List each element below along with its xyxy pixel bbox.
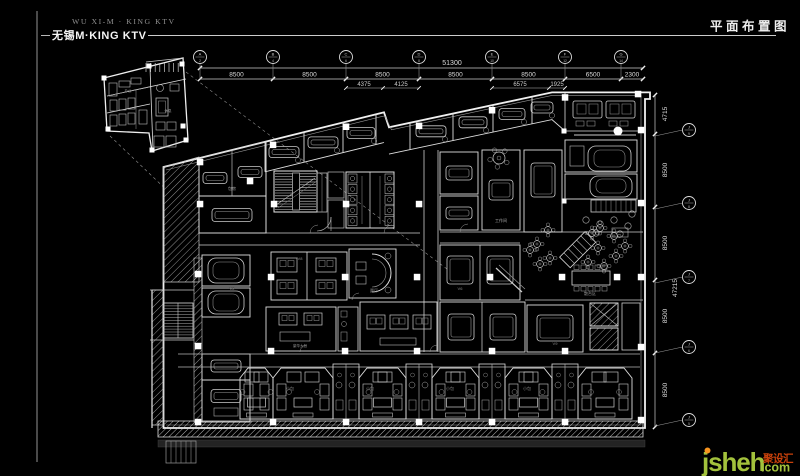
svg-text:jsheh: jsheh bbox=[701, 447, 765, 476]
svg-text:2300: 2300 bbox=[625, 72, 640, 79]
svg-text:小包: 小包 bbox=[523, 385, 531, 391]
svg-text:工作间: 工作间 bbox=[495, 217, 507, 223]
svg-text:1925: 1925 bbox=[550, 82, 564, 88]
svg-text:办公: 办公 bbox=[125, 88, 132, 93]
svg-text:4715: 4715 bbox=[662, 106, 669, 121]
svg-text:8500: 8500 bbox=[375, 72, 390, 79]
svg-text:豪华大包: 豪华大包 bbox=[293, 343, 307, 348]
svg-text:47215: 47215 bbox=[672, 279, 679, 297]
svg-text:4: 4 bbox=[272, 59, 274, 63]
svg-text:.com: .com bbox=[761, 461, 790, 475]
svg-text:V9: V9 bbox=[553, 341, 559, 346]
svg-text:4125: 4125 bbox=[394, 82, 408, 88]
svg-text:4375: 4375 bbox=[357, 82, 371, 88]
svg-text:J: J bbox=[688, 125, 690, 130]
svg-text:小包: 小包 bbox=[286, 385, 294, 391]
svg-text:6: 6 bbox=[345, 59, 347, 63]
svg-text:V8: V8 bbox=[298, 256, 304, 261]
svg-text:8500: 8500 bbox=[662, 162, 669, 177]
svg-text:6: 6 bbox=[688, 349, 690, 353]
svg-text:8500: 8500 bbox=[302, 72, 317, 79]
svg-text:8500: 8500 bbox=[448, 72, 463, 79]
svg-text:C: C bbox=[345, 52, 348, 57]
svg-text:J: J bbox=[688, 272, 690, 277]
svg-text:无锡M·KING KTV: 无锡M·KING KTV bbox=[51, 28, 147, 42]
svg-text:V6: V6 bbox=[458, 286, 464, 291]
svg-text:F: F bbox=[564, 52, 567, 57]
svg-text:8500: 8500 bbox=[662, 382, 669, 397]
svg-text:圆厅: 圆厅 bbox=[370, 288, 378, 293]
svg-text:8500: 8500 bbox=[662, 308, 669, 323]
svg-text:聚设汇: 聚设汇 bbox=[762, 452, 794, 465]
svg-text:14: 14 bbox=[619, 59, 623, 63]
svg-text:包房: 包房 bbox=[228, 185, 236, 191]
svg-text:E: E bbox=[491, 52, 494, 57]
svg-text:G: G bbox=[619, 52, 622, 57]
svg-text:散台区: 散台区 bbox=[584, 290, 596, 296]
svg-text:8: 8 bbox=[418, 59, 420, 63]
svg-text:小包: 小包 bbox=[366, 385, 374, 391]
svg-text:5: 5 bbox=[688, 422, 690, 426]
svg-text:小包: 小包 bbox=[446, 385, 454, 391]
svg-text:8500: 8500 bbox=[229, 72, 244, 79]
svg-text:V2: V2 bbox=[230, 286, 236, 291]
svg-text:平面布置图: 平面布置图 bbox=[710, 19, 790, 34]
svg-text:J: J bbox=[688, 415, 690, 420]
svg-text:9: 9 bbox=[688, 132, 690, 136]
svg-text:J: J bbox=[688, 198, 690, 203]
svg-text:J: J bbox=[688, 342, 690, 347]
svg-text:8: 8 bbox=[688, 205, 690, 209]
svg-text:7: 7 bbox=[688, 279, 690, 283]
svg-text:8500: 8500 bbox=[521, 72, 536, 79]
svg-text:6575: 6575 bbox=[513, 82, 527, 88]
svg-text:A: A bbox=[199, 52, 202, 57]
svg-text:休息: 休息 bbox=[165, 108, 172, 113]
svg-text:WU XI-M · KING KTV: WU XI-M · KING KTV bbox=[72, 17, 176, 26]
svg-text:8500: 8500 bbox=[662, 235, 669, 250]
svg-text:51300: 51300 bbox=[442, 60, 462, 67]
svg-text:12: 12 bbox=[563, 59, 567, 63]
svg-text:2: 2 bbox=[199, 59, 201, 63]
svg-text:10: 10 bbox=[490, 59, 494, 63]
svg-text:B: B bbox=[272, 52, 275, 57]
svg-text:6500: 6500 bbox=[586, 72, 601, 79]
svg-text:D: D bbox=[418, 52, 421, 57]
